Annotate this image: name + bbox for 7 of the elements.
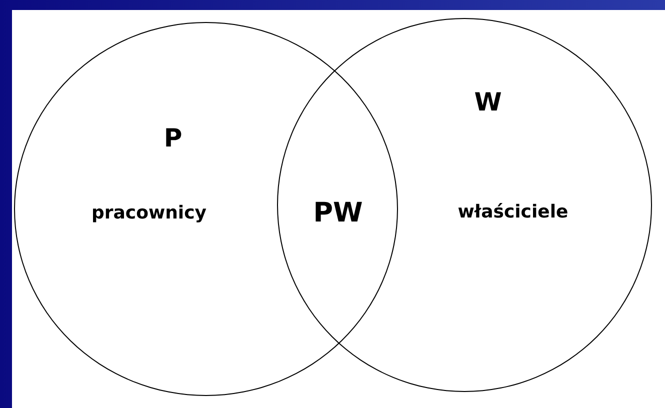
set-letter: W [474, 88, 502, 116]
intersection-label: PW [313, 198, 363, 228]
set-name: pracownicy [92, 202, 206, 224]
set-letter: P [164, 124, 182, 152]
set-circle [277, 18, 652, 392]
set-circle [14, 22, 398, 396]
set-name: właściciele [458, 202, 568, 222]
